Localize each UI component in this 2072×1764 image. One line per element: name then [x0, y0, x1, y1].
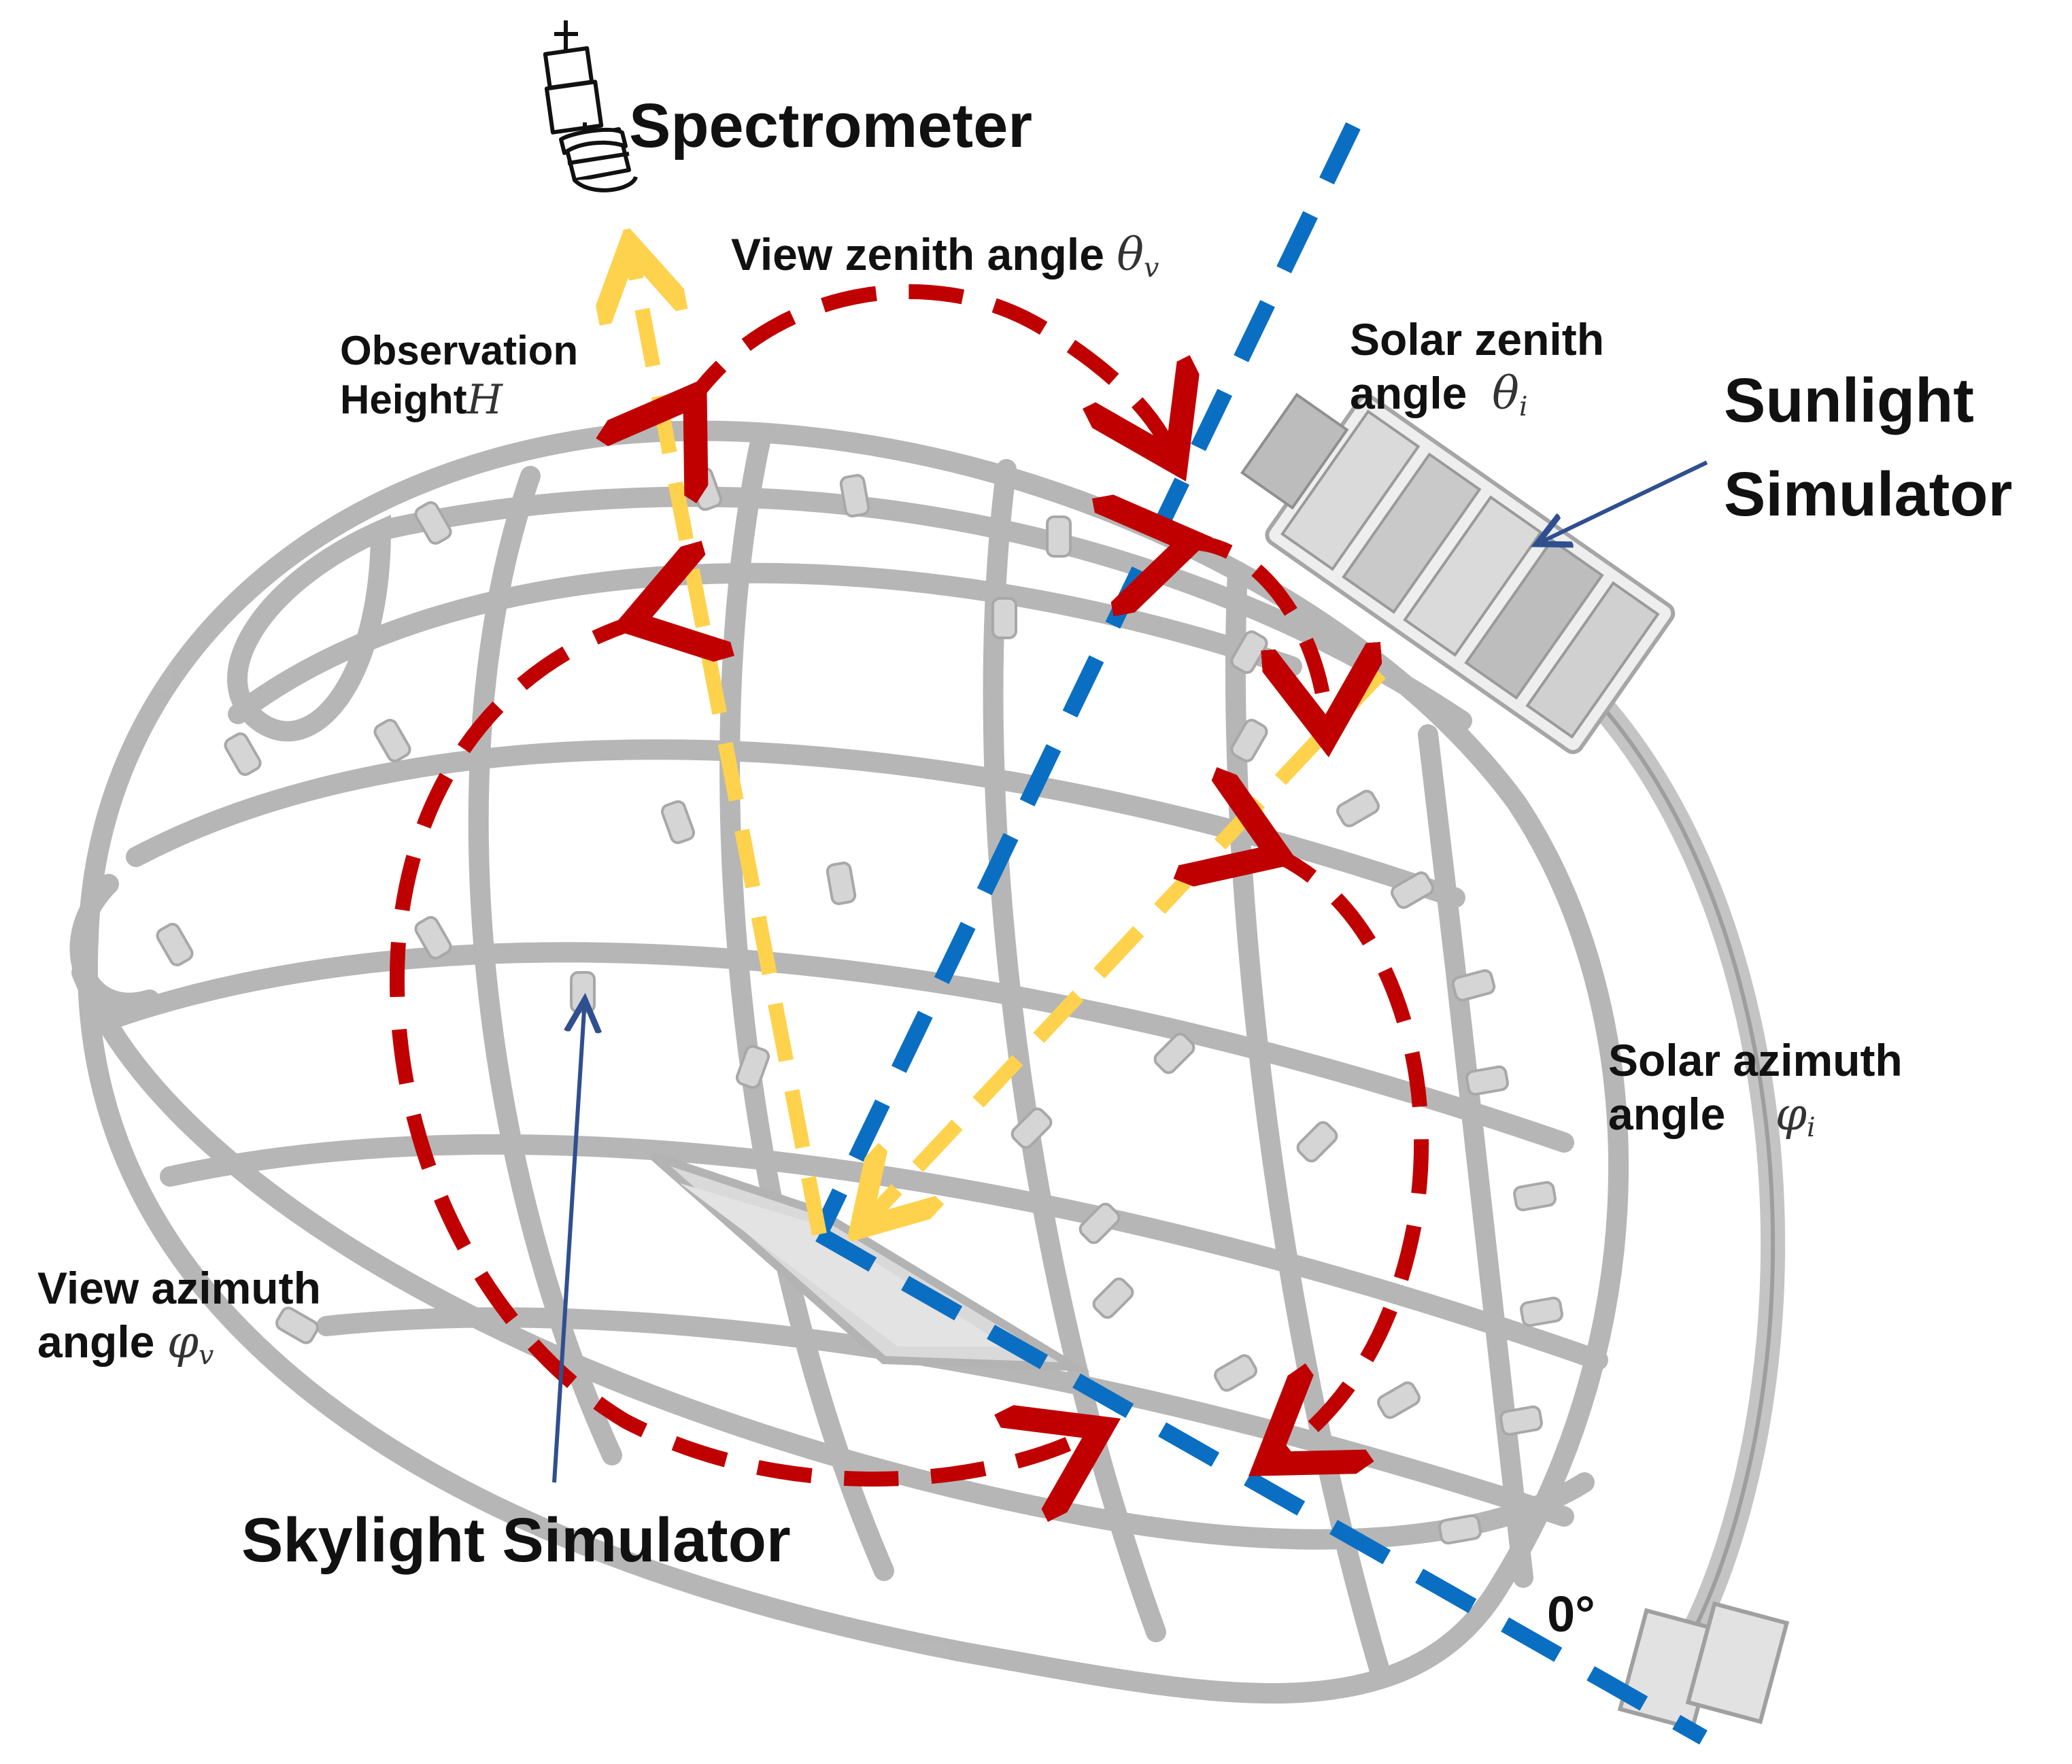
observation-height-symbol: H — [466, 376, 503, 424]
sunlight-simulator-line2: Simulator — [1724, 460, 2013, 529]
lamp — [275, 1306, 319, 1344]
lamp — [991, 597, 1017, 639]
lamp — [1391, 871, 1434, 909]
lamp — [826, 862, 857, 905]
view-azimuth-line2: angle φv — [37, 1316, 214, 1372]
lamp — [1010, 1107, 1053, 1149]
lamp — [1336, 790, 1380, 828]
solar-azimuth-line1: Solar azimuth — [1608, 1035, 1903, 1085]
sunlight-simulator-line1: Sunlight — [1724, 366, 1974, 435]
solar-azimuth-label: Solar azimuth angle φi — [1608, 1034, 1903, 1144]
zero-azimuth-line — [815, 1227, 1708, 1745]
incident-light-arrow — [870, 668, 1387, 1217]
spectrometer-icon — [543, 20, 638, 192]
lamp — [1520, 1296, 1563, 1327]
lamp — [373, 719, 411, 762]
observation-height-line1: Observation — [340, 328, 579, 373]
view-zenith-text: View zenith angle — [731, 229, 1104, 279]
lamp — [414, 916, 452, 960]
spectrometer-label: Spectrometer — [629, 91, 1033, 160]
lamp — [1499, 1405, 1543, 1436]
lamp — [1296, 1121, 1338, 1163]
view-zenith-symbol: θv — [1117, 228, 1159, 284]
lamp — [1377, 1381, 1421, 1419]
lamp — [224, 732, 262, 776]
view-azimuth-arrow — [390, 619, 1088, 1479]
lamp — [839, 474, 870, 518]
skylight-pointer-arrow — [552, 1000, 585, 1483]
lamp — [414, 501, 452, 545]
frame-left-lower-loop — [69, 874, 160, 1013]
zenith-reference-line — [812, 122, 1361, 1238]
lamp — [1465, 1065, 1509, 1096]
view-azimuth-label: View azimuth angle φv — [37, 1261, 321, 1372]
view-zenith-angle-label: View zenith angle θv — [731, 228, 1159, 284]
solar-zenith-arrow — [1176, 543, 1326, 721]
lamp — [156, 923, 194, 966]
frame-arc-3 — [99, 942, 1574, 1153]
view-azimuth-symbol: φv — [167, 1316, 214, 1372]
lamp — [1214, 1354, 1257, 1392]
lamp — [1438, 1514, 1482, 1545]
lamp — [1451, 969, 1496, 1002]
solar-zenith-line2: angle θi — [1350, 367, 1528, 423]
frame-arc-2 — [126, 739, 1465, 908]
frame-outer-rim — [77, 420, 1629, 1704]
lamp — [1513, 1181, 1557, 1212]
solar-zenith-label: Solar zenith angle θi — [1350, 313, 1604, 424]
sunlight-simulator-rail — [1565, 668, 1786, 1699]
solar-azimuth-arrow — [1265, 850, 1429, 1455]
observation-height-label: Observation HeightH — [340, 326, 578, 424]
view-zenith-arrow — [687, 284, 1170, 449]
solar-zenith-line1: Solar zenith — [1350, 314, 1605, 364]
zero-degree-label: 0° — [1547, 1586, 1595, 1642]
angle-arrows — [390, 284, 1429, 1479]
lamp — [1092, 1277, 1134, 1319]
sunlight-simulator-label: Sunlight Simulator — [1724, 354, 2012, 541]
frame-meridian-5 — [1418, 724, 1533, 1588]
sunlight-pointer-arrow — [1537, 460, 1708, 544]
solar-azimuth-line2: angle φi — [1608, 1088, 1816, 1144]
lamp — [1046, 515, 1072, 558]
frame-left-loop — [227, 514, 392, 742]
solar-azimuth-symbol: φi — [1775, 1088, 1816, 1144]
skylight-simulator-label: Skylight Simulator — [241, 1506, 791, 1575]
lamp — [660, 800, 696, 845]
pointer-arrows — [552, 460, 1708, 1483]
frame-meridian-2 — [719, 425, 894, 1581]
observation-height-line2: HeightH — [340, 376, 503, 424]
view-azimuth-line1: View azimuth — [37, 1263, 321, 1313]
frame-meridian-1 — [468, 466, 622, 1465]
solar-zenith-symbol: θi — [1492, 367, 1528, 423]
